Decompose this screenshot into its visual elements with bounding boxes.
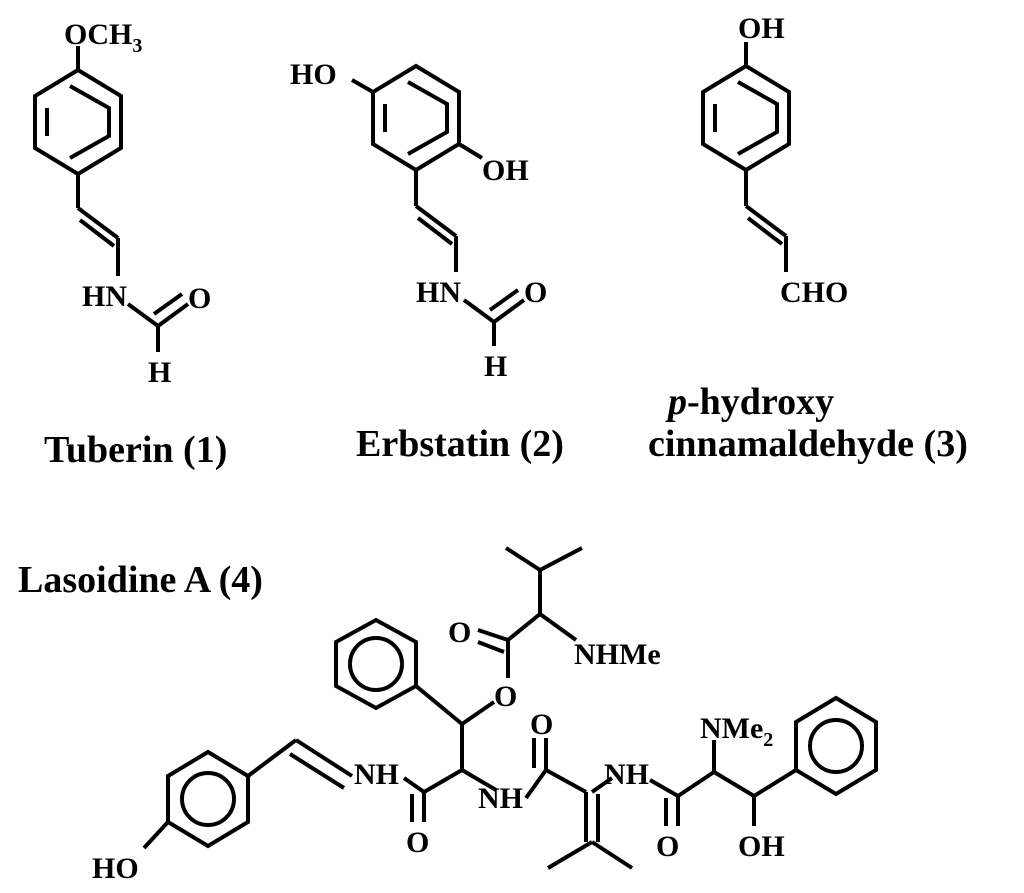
lasoidine-name: Lasoidine A (4) <box>18 559 263 601</box>
lasoidine-dimethyl-bond-b <box>590 840 634 870</box>
lasoidine-amide3-ca-bond <box>676 770 716 798</box>
tuberin-vinyl-double-bond <box>78 218 116 248</box>
lasoidine-nh3-label: NH <box>604 758 649 791</box>
hydroxycinnamaldehyde-oh-label: OH <box>738 12 785 45</box>
tuberin-hn-label: HN <box>82 280 127 313</box>
tuberin-och3-label: OCH3 <box>64 18 142 57</box>
lasoidine-ca-amide1-bond <box>422 768 464 794</box>
lasoidine-nh2-amide2-bond <box>524 768 548 800</box>
lasoidine-vinyl-double-bond <box>288 752 346 790</box>
lasoidine-ca-choh-bond <box>712 770 756 798</box>
tuberin-vinyl-bond <box>76 206 120 240</box>
erbstatin-ho-bond <box>351 78 374 94</box>
lasoidine-nme2-label: NMe2 <box>700 712 773 751</box>
lasoidine-benzene-ring-1-aromatic <box>348 636 404 692</box>
erbstatin-structure: HO OH HN O H <box>290 58 547 383</box>
lasoidine-nh3-amide3-bond <box>649 778 679 798</box>
lasoidine-amide1-nh-bond <box>402 776 426 794</box>
tuberin-structure: OCH3 HN O H <box>33 18 211 389</box>
lasoidine-nh1-label: NH <box>354 758 399 791</box>
lasoidine-nh2-label: NH <box>478 782 523 815</box>
lasoidine-o-ch-bond <box>460 700 496 726</box>
lasoidine-isopropyl-bond-a <box>504 546 542 572</box>
lasoidine-dimethyl-bond-a <box>546 840 594 870</box>
tuberin-name: Tuberin (1) <box>44 429 227 471</box>
lasoidine-oh-label: OH <box>738 830 785 863</box>
lasoidine-ester-o2-label: O <box>494 680 517 713</box>
erbstatin-hn-label: HN <box>416 276 461 309</box>
tuberin-co-double-bond <box>152 292 184 316</box>
tuberin-co-bond <box>156 302 190 328</box>
lasoidine-nhme-label: NHMe <box>574 638 661 671</box>
lasoidine-calpha-nh3-bond <box>590 776 614 794</box>
lasoidine-amide2-calpha-bond <box>545 768 587 794</box>
erbstatin-oh-label: OH <box>482 154 529 187</box>
lasoidine-isopropyl-bond-b <box>539 546 583 572</box>
lasoidine-ester-co-bond <box>477 628 509 642</box>
lasoidine-ring1-ch-bond <box>414 684 464 726</box>
lasoidine-o2-label: O <box>530 708 553 741</box>
lasoidine-benzene-ring-1 <box>334 617 418 711</box>
lasoidine-structure: NHMe O O O NH NH HO O <box>92 546 878 885</box>
erbstatin-ring-double-bonds <box>407 80 449 156</box>
lasoidine-benzene-ring-3 <box>794 695 878 797</box>
lasoidine-vinyl-aryl-bond <box>246 738 298 778</box>
lasoidine-nhme-bond <box>538 612 578 642</box>
lasoidine-ester-co-double-bond <box>477 640 505 654</box>
erbstatin-name: Erbstatin (2) <box>356 423 564 465</box>
lasoidine-ester-o-label: O <box>448 616 471 649</box>
erbstatin-o-label: O <box>524 276 547 309</box>
lasoidine-phenol-ring-aromatic <box>180 771 236 827</box>
lasoidine-ca-nh2-bond <box>460 768 498 792</box>
erbstatin-vinyl-bond <box>414 204 458 238</box>
tuberin-o-label: O <box>188 282 211 315</box>
lasoidine-benzene-ring-3-aromatic <box>808 718 864 774</box>
hydroxycinnamaldehyde-structure: OH CHO <box>701 12 848 309</box>
erbstatin-h-label: H <box>484 350 507 383</box>
lasoidine-o3-label: O <box>656 830 679 863</box>
erbstatin-oh-bond <box>457 142 484 160</box>
hydroxycinnamaldehyde-vinyl-double-bond <box>746 216 784 246</box>
erbstatin-vinyl-double-bond <box>416 216 454 246</box>
erbstatin-nc-bond <box>462 298 496 324</box>
erbstatin-co-double-bond <box>488 288 520 312</box>
hydroxycinnamaldehyde-ring-double-bonds <box>737 80 779 156</box>
erbstatin-ho-label: HO <box>290 58 337 91</box>
hydroxycinnamaldehyde-name-line1: p-hydroxy <box>665 381 834 423</box>
erbstatin-co-bond <box>492 298 526 324</box>
hydroxycinnamaldehyde-cho-label: CHO <box>780 276 848 309</box>
lasoidine-ester-ca-bond <box>506 612 542 642</box>
lasoidine-vinyl-bond <box>294 738 354 778</box>
lasoidine-ho-label: HO <box>92 852 139 885</box>
hydroxycinnamaldehyde-name-line2: cinnamaldehyde (3) <box>648 423 968 465</box>
lasoidine-choh-ring-bond <box>752 768 798 798</box>
lasoidine-o1-label: O <box>406 826 429 859</box>
tuberin-ring-double-bonds <box>69 84 111 160</box>
tuberin-nc-bond <box>126 302 160 328</box>
tuberin-h-label: H <box>148 356 171 389</box>
lasoidine-phenol-oh-bond <box>142 820 170 850</box>
hydroxycinnamaldehyde-vinyl-bond <box>744 204 788 238</box>
